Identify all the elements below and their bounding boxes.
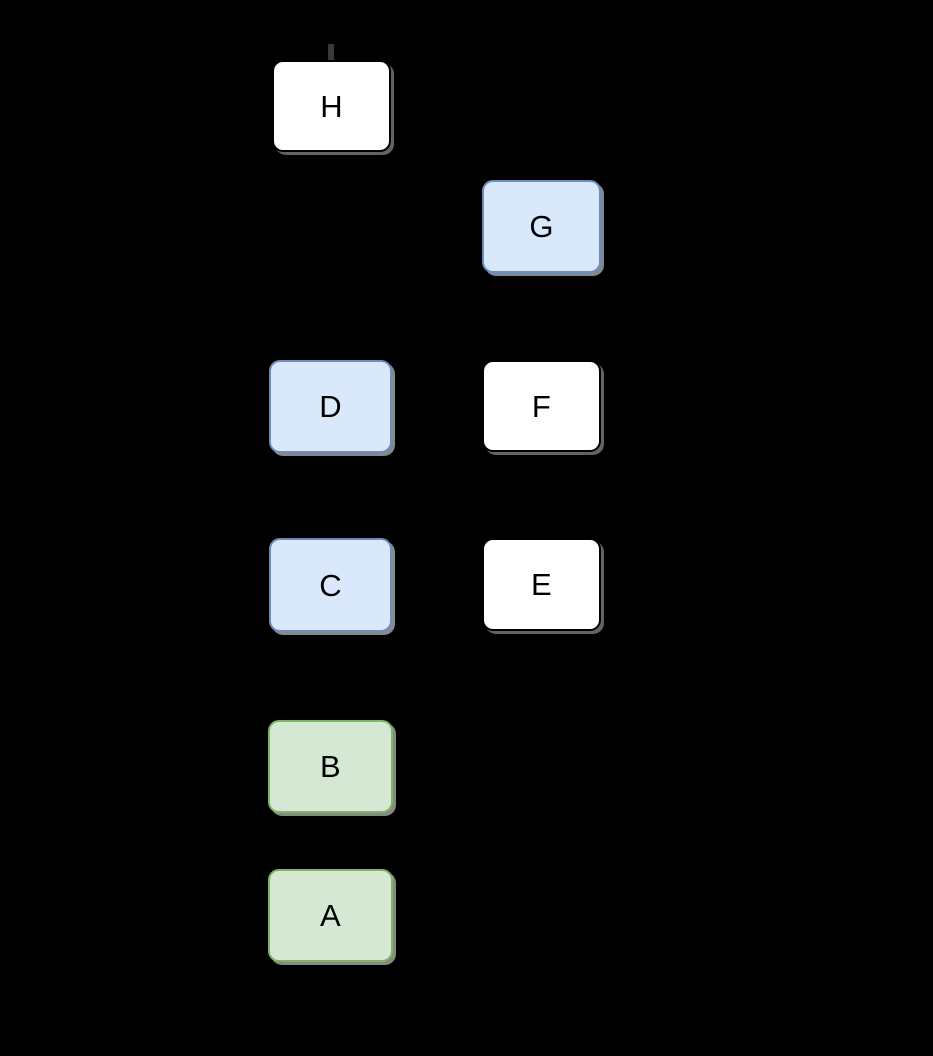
node-g-label: G — [529, 209, 554, 244]
node-g[interactable]: G — [482, 180, 601, 273]
node-f-label: F — [531, 388, 552, 424]
edge-d-to-b-side — [390, 365, 412, 777]
node-e[interactable]: E — [482, 538, 601, 631]
node-b-label: B — [320, 749, 341, 784]
node-d[interactable]: D — [269, 360, 392, 453]
node-a[interactable]: A — [268, 869, 393, 962]
node-f[interactable]: F — [482, 360, 601, 452]
node-h-label: H — [320, 88, 343, 124]
node-d-label: D — [319, 389, 342, 424]
node-e-label: E — [531, 567, 552, 602]
node-a-label: A — [320, 898, 341, 933]
node-h[interactable]: H — [272, 60, 391, 152]
node-b[interactable]: B — [268, 720, 393, 813]
node-c-label: C — [319, 567, 342, 603]
node-c[interactable]: C — [269, 538, 392, 632]
